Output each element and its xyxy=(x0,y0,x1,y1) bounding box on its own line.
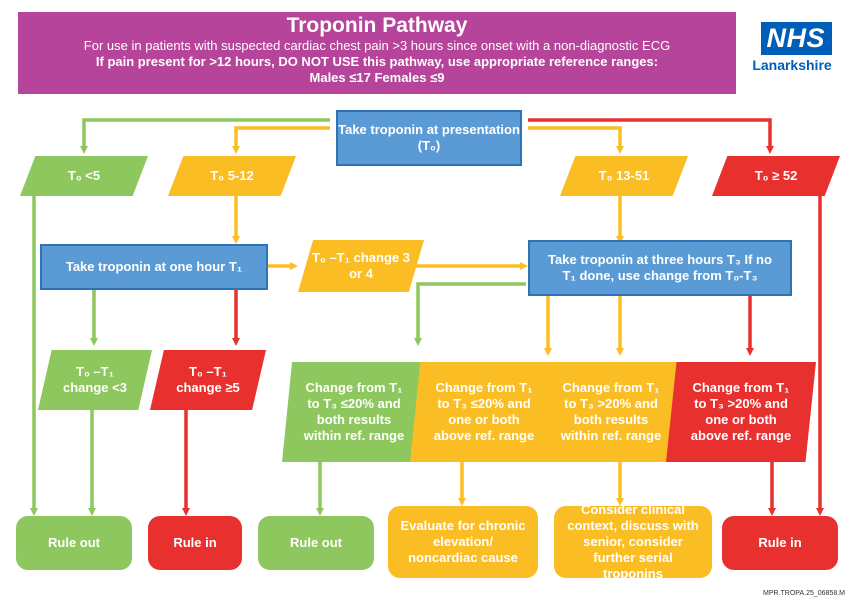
t0-5-to-12: T₀ 5-12 xyxy=(168,156,296,196)
document-code: MPR.TROPA.25_06858.M xyxy=(763,590,845,597)
rule-in-1: Rule in xyxy=(148,516,242,570)
t1-box: Take troponin at one hour T₁ xyxy=(40,244,268,290)
consider-box: Consider clinical context, discuss with … xyxy=(554,502,712,581)
warning-line-1: If pain present for >12 hours, DO NOT US… xyxy=(95,54,659,69)
change-t1-t3-gt20-within: Change from T₁ to T₃ >20% and both resul… xyxy=(538,362,684,462)
t0t1-change-less-3: T₀ –T₁ change <3 xyxy=(38,350,152,410)
t0-52-or-more: T₀ ≥ 52 xyxy=(712,156,840,196)
t0-less-than-5: T₀ <5 xyxy=(20,156,148,196)
evaluate-box: Evaluate for chronic elevation/ noncardi… xyxy=(388,506,538,578)
header-banner: Troponin Pathway For use in patients wit… xyxy=(18,12,736,94)
change-t1-t3-gt20-above: Change from T₁ to T₃ >20% and one or bot… xyxy=(666,362,816,462)
page-title: Troponin Pathway xyxy=(286,14,468,37)
rule-in-2: Rule in xyxy=(722,516,838,570)
t3-box: Take troponin at three hours T₃ If no T₁… xyxy=(528,240,792,296)
change-t1-t3-le20-within: Change from T₁ to T₃ ≤20% and both resul… xyxy=(282,362,426,462)
nhs-mark: NHS xyxy=(761,22,832,55)
subtitle: For use in patients with suspected cardi… xyxy=(83,38,671,53)
rule-out-2: Rule out xyxy=(258,516,374,570)
t0t1-change-5-or-more: T₀ –T₁ change ≥5 xyxy=(150,350,266,410)
start-box: Take troponin at presentation (T₀) xyxy=(336,110,522,166)
warning-line-2: Males ≤17 Females ≤9 xyxy=(309,70,445,85)
rule-out-1: Rule out xyxy=(16,516,132,570)
nhs-logo: NHS Lanarkshire xyxy=(752,22,832,73)
org-name: Lanarkshire xyxy=(752,57,832,73)
t0t1-change-3-or-4: T₀ –T₁ change 3 or 4 xyxy=(298,240,424,292)
t0-13-to-51: T₀ 13-51 xyxy=(560,156,688,196)
change-t1-t3-le20-above: Change from T₁ to T₃ ≤20% and one or bot… xyxy=(410,362,558,462)
